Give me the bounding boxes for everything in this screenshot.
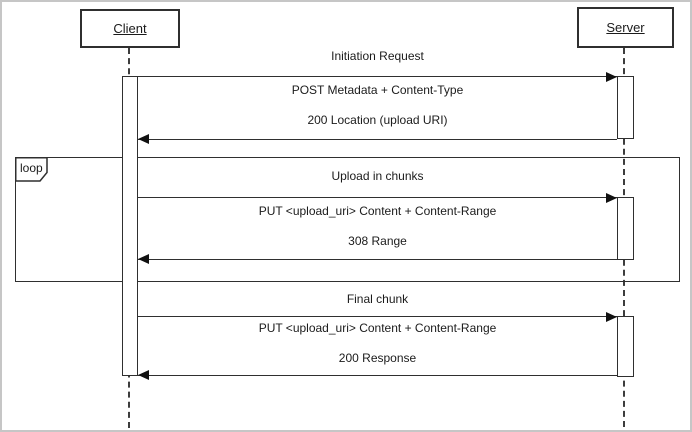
message-label-post-metadata: POST Metadata + Content-Type [291, 83, 464, 97]
message-pair-final-chunk [138, 316, 617, 376]
participant-client-label: Client [113, 21, 147, 36]
section-title-final-chunk: Final chunk [346, 292, 409, 306]
participant-server-label: Server [606, 20, 645, 35]
loop-fragment-frame: loop [14, 156, 680, 282]
section-title-upload-chunks: Upload in chunks [331, 169, 424, 183]
participant-server: Server [577, 7, 674, 48]
server-activation-bar-1 [617, 76, 634, 139]
loop-operator-label: loop [20, 161, 43, 175]
message-label-put-chunk: PUT <upload_uri> Content + Content-Range [258, 204, 497, 218]
loop-operator-tab [14, 156, 48, 182]
section-title-initiation: Initiation Request [331, 49, 424, 63]
response-arrowhead-icon [138, 134, 149, 144]
response-arrowhead-icon [138, 254, 149, 264]
request-arrowhead-icon [606, 312, 617, 322]
request-arrowhead-icon [606, 72, 617, 82]
server-activation-bar-2 [617, 197, 634, 260]
message-label-200-location: 200 Location (upload URI) [307, 113, 448, 127]
client-activation-bar [122, 76, 138, 376]
message-pair-chunk-upload [138, 197, 617, 260]
message-label-put-final: PUT <upload_uri> Content + Content-Range [258, 321, 497, 335]
response-arrowhead-icon [138, 370, 149, 380]
participant-client: Client [80, 9, 180, 48]
message-label-200-response: 200 Response [338, 351, 417, 365]
server-activation-bar-3 [617, 316, 634, 377]
request-arrowhead-icon [606, 193, 617, 203]
message-label-308-range: 308 Range [348, 234, 407, 248]
message-pair-initiation [138, 76, 617, 140]
